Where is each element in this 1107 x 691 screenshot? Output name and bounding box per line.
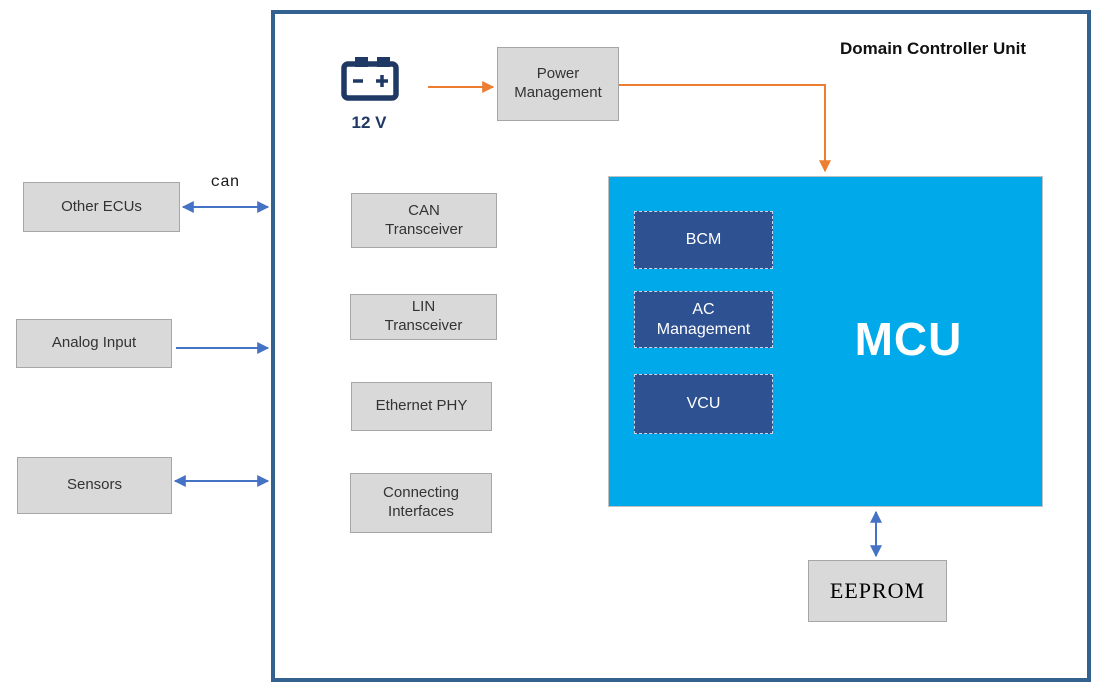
domain-controller-frame (271, 10, 1091, 682)
ethernet-phy-node: Ethernet PHY (351, 382, 492, 431)
mcu-block: MCU BCM AC Management VCU (608, 176, 1043, 507)
mcu-label: MCU (854, 313, 963, 365)
vcu-module: VCU (634, 374, 773, 434)
battery-voltage-label: 12 V (351, 113, 387, 132)
diagram-title: Domain Controller Unit (840, 39, 1027, 58)
other-ecus-node: Other ECUs (23, 182, 180, 232)
can-bus-label: can (210, 173, 240, 191)
sensors-node: Sensors (17, 457, 172, 514)
ac-management-module: AC Management (634, 291, 773, 348)
lin-transceiver-node: LIN Transceiver (350, 294, 497, 340)
eeprom-node: EEPROM (808, 560, 947, 622)
power-management-node: Power Management (497, 47, 619, 121)
can-transceiver-node: CAN Transceiver (351, 193, 497, 248)
connecting-interfaces-node: Connecting Interfaces (350, 473, 492, 533)
analog-input-node: Analog Input (16, 319, 172, 368)
bcm-module: BCM (634, 211, 773, 269)
